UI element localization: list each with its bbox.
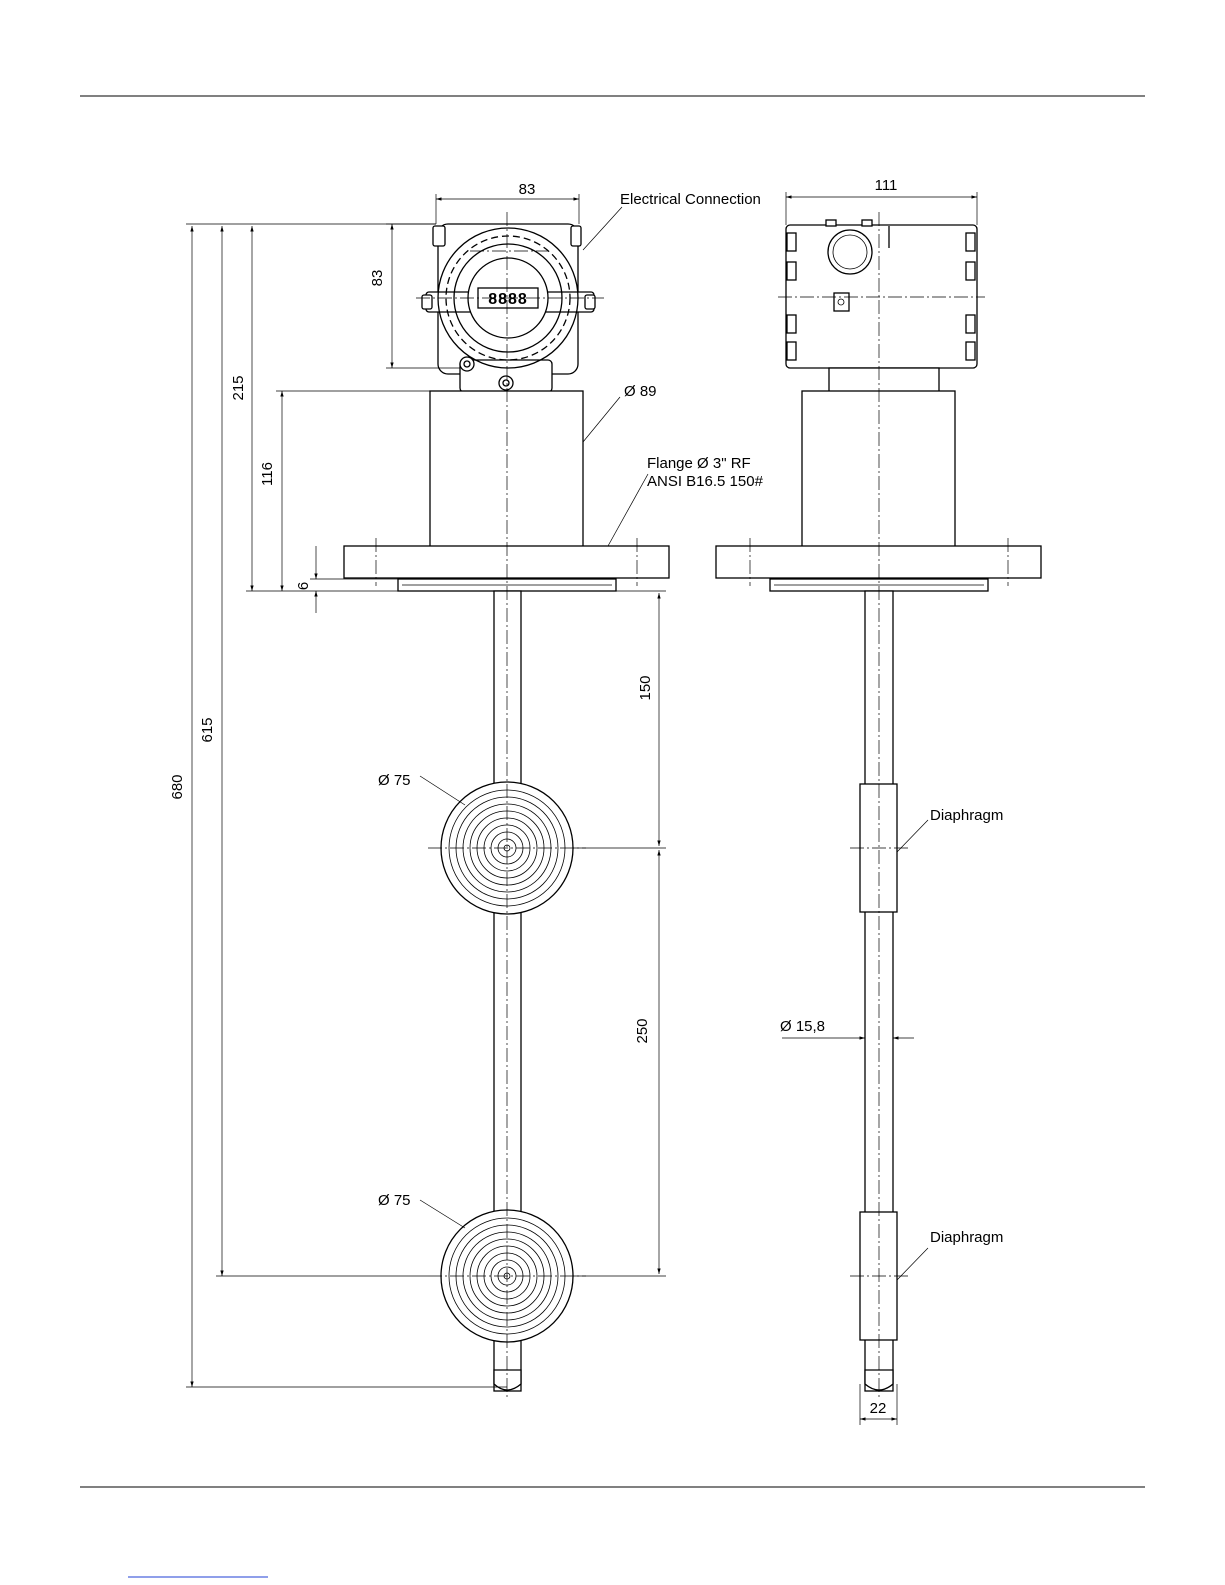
side-housing — [802, 391, 955, 548]
housing — [430, 391, 583, 548]
dim-head-height: 83 — [369, 270, 386, 287]
dim-total-length: 680 — [169, 774, 186, 799]
dim-gasket: 6 — [295, 582, 312, 590]
label-disc1-dia: Ø 75 — [378, 772, 411, 789]
dim-second-disc: 615 — [199, 717, 216, 742]
label-rod-dia: Ø 15,8 — [780, 1018, 825, 1035]
label-flange-1: Flange Ø 3" RF — [647, 455, 751, 472]
dim-housing-height: 116 — [259, 462, 276, 486]
front-view: 8888 — [344, 212, 669, 1398]
display-digits: 8888 — [488, 291, 528, 308]
front-dimensions: 83 83 680 615 215 116 6 150 — [169, 181, 666, 1387]
dim-head-width: 83 — [519, 181, 536, 198]
transmitter-head: 8888 — [422, 224, 595, 392]
label-diaphragm-2: Diaphragm — [930, 1229, 1003, 1246]
label-disc2-dia: Ø 75 — [378, 1192, 411, 1209]
dim-side-width: 111 — [875, 177, 898, 194]
dim-disc-spacing: 250 — [634, 1018, 651, 1043]
dim-tip-dia: 22 — [870, 1400, 887, 1417]
side-flange — [716, 546, 1041, 578]
label-diaphragm-1: Diaphragm — [930, 807, 1003, 824]
side-head — [786, 220, 977, 392]
flange — [344, 546, 669, 578]
label-electrical-connection: Electrical Connection — [620, 191, 761, 208]
dim-flange-to-disc: 150 — [637, 675, 654, 700]
label-housing-dia: Ø 89 — [624, 383, 657, 400]
side-view — [716, 212, 1041, 1398]
label-flange-2: ANSI B16.5 150# — [647, 473, 764, 490]
dim-top-to-flange: 215 — [230, 375, 247, 400]
